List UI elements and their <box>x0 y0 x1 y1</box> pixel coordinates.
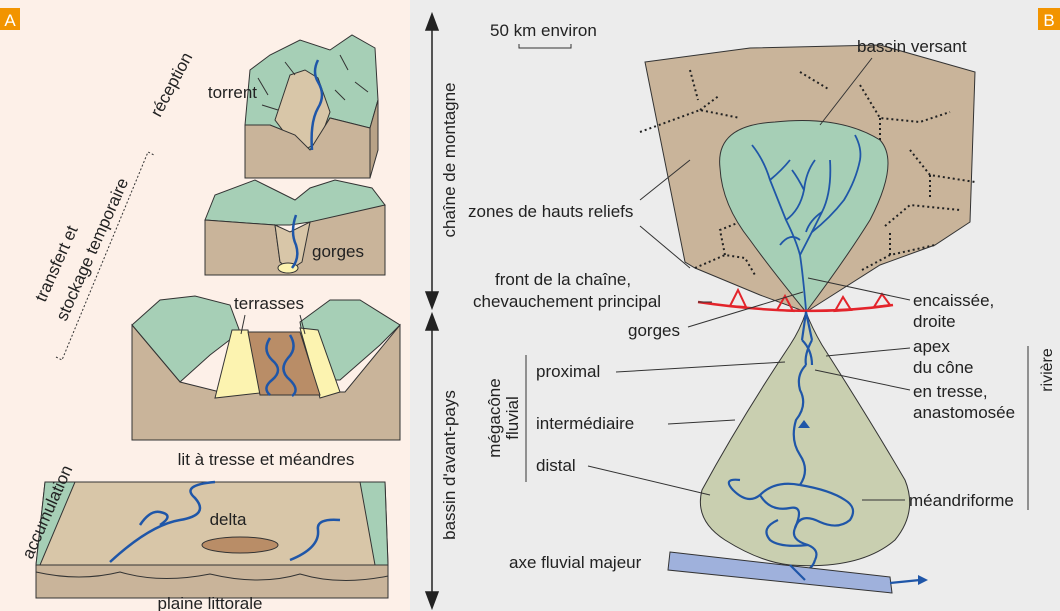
apex-label-line1: apex <box>913 337 950 356</box>
front-label-line1: front de la chaîne, <box>495 270 631 289</box>
plain-block <box>36 482 388 598</box>
terrasses-label: terrasses <box>234 294 304 313</box>
svg-text:A: A <box>4 11 16 30</box>
torrent-label: torrent <box>208 83 257 102</box>
chaine-label: chaîne de montagne <box>440 82 459 237</box>
lit-label: lit à tresse et méandres <box>178 450 355 469</box>
distal-label: distal <box>536 456 576 475</box>
riviere-label: rivière <box>1039 348 1056 392</box>
encaissee-label-line1: encaissée, <box>913 291 994 310</box>
front-label-line2: chevauchement principal <box>473 292 661 311</box>
encaissee-label-line2: droite <box>913 312 956 331</box>
panel-a-badge: A <box>0 8 20 30</box>
apex-label-line2: du cône <box>913 358 974 377</box>
megacone-label-line1: mégacône <box>485 378 504 457</box>
proximal-label: proximal <box>536 362 600 381</box>
panel-b-badge: B <box>1038 8 1060 30</box>
bassin-label: bassin d'avant-pays <box>440 390 459 540</box>
hauts-reliefs-label: zones de hauts reliefs <box>468 202 633 221</box>
bassin-versant-label: bassin versant <box>857 37 967 56</box>
tresse-label-line2: anastomosée <box>913 403 1015 422</box>
axe-label: axe fluvial majeur <box>509 553 642 572</box>
tresse-label-line1: en tresse, <box>913 382 988 401</box>
gorges-label-a: gorges <box>312 242 364 261</box>
megacone-label-line2: fluvial <box>503 396 522 439</box>
meandriforme-label: méandriforme <box>909 491 1014 510</box>
svg-text:B: B <box>1043 11 1054 30</box>
gorges-label-b: gorges <box>628 321 680 340</box>
intermediaire-label: intermédiaire <box>536 414 634 433</box>
plaine-label: plaine littorale <box>158 594 263 611</box>
scale-label: 50 km environ <box>490 21 597 40</box>
delta-label: delta <box>210 510 247 529</box>
